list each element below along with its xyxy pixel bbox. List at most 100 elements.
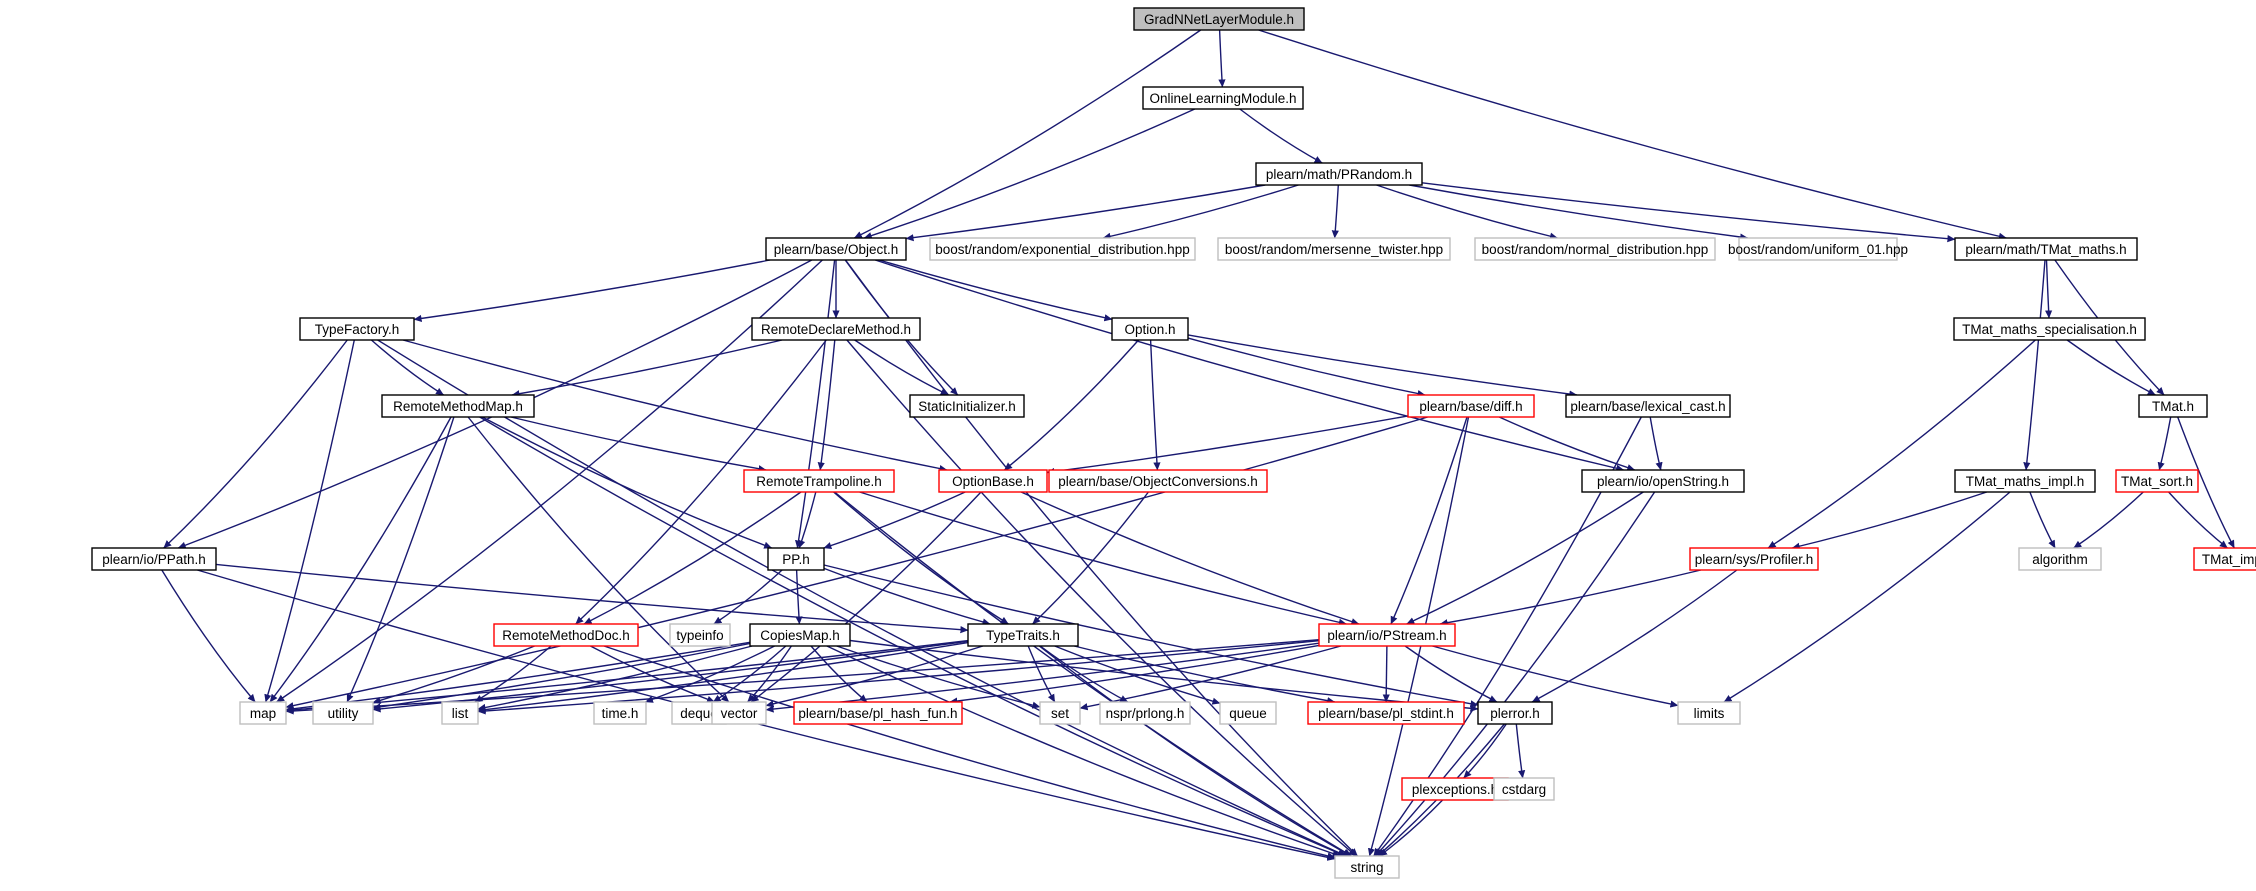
node-option-label: Option.h (1124, 322, 1175, 337)
edge-object-to-pp (794, 259, 836, 549)
edge-copiesmap-to-string (826, 645, 1341, 857)
edge-tmatimplh-to-algorithm (2029, 491, 2056, 549)
edge-pstream-to-limits (1432, 645, 1679, 708)
node-utility-box (312, 701, 374, 725)
node-normdist-box (1474, 237, 1716, 261)
node-map-label: map (250, 706, 276, 721)
edge-typefactory-to-map (264, 339, 355, 703)
edge-tmatsort-to-algorithm (2073, 491, 2144, 549)
edge-option-to-lexcast (1187, 334, 1578, 398)
edge-profiler-to-plerror (1531, 569, 1738, 703)
node-rdm[interactable]: RemoteDeclareMethod.h (751, 317, 921, 341)
node-root[interactable]: GradNNetLayerModule.h (1133, 7, 1305, 31)
edge-object-to-string (844, 259, 1358, 857)
node-prlong: nspr/prlong.h (1099, 701, 1191, 725)
node-typefactory-label: TypeFactory.h (315, 322, 400, 337)
node-openstring[interactable]: plearn/io/openString.h (1581, 469, 1745, 493)
node-typefactory-box (299, 317, 415, 341)
edge-pp-to-typeinfo (713, 569, 783, 625)
node-profiler-box (1689, 547, 1819, 571)
node-option-box (1111, 317, 1189, 341)
edge-typefactory-to-string (377, 339, 1347, 857)
node-profiler[interactable]: plearn/sys/Profiler.h (1689, 547, 1819, 571)
node-online[interactable]: OnlineLearningModule.h (1142, 86, 1304, 110)
node-objconv[interactable]: plearn/base/ObjectConversions.h (1048, 469, 1268, 493)
node-objconv-label: plearn/base/ObjectConversions.h (1058, 474, 1258, 489)
node-remtramp[interactable]: RemoteTrampoline.h (743, 469, 895, 493)
edge-plerror-to-cstdarg (1515, 723, 1526, 779)
node-pstream[interactable]: plearn/io/PStream.h (1318, 623, 1456, 647)
node-typefactory[interactable]: TypeFactory.h (299, 317, 415, 341)
node-tmatsort[interactable]: TMat_sort.h (2115, 469, 2199, 493)
node-rmm-box (381, 394, 535, 418)
node-rmm[interactable]: RemoteMethodMap.h (381, 394, 535, 418)
node-ppath[interactable]: plearn/io/PPath.h (91, 547, 217, 571)
edge-root-to-online (1218, 29, 1226, 88)
edge-optbase-to-pp (823, 491, 966, 550)
edge-copiesmap-to-timeh (645, 645, 775, 703)
node-tmatimplh-label: TMat_maths_impl.h (1966, 474, 2085, 489)
node-mersenne-box (1217, 237, 1451, 261)
node-pp-box (767, 547, 825, 571)
edge-rmm-to-string (479, 416, 1346, 857)
edge-plexceptions-to-string (1378, 799, 1444, 857)
node-stdint-label: plearn/base/pl_stdint.h (1318, 706, 1454, 721)
edge-diff-to-optbase (1046, 415, 1409, 476)
edge-typetraits-to-list (477, 641, 969, 714)
edge-option-to-diff (1187, 337, 1426, 398)
node-hashfun[interactable]: plearn/base/pl_hash_fun.h (793, 701, 963, 725)
edge-pstream-to-map (285, 639, 1320, 715)
node-tmatimpl[interactable]: TMat_impl.h (2193, 547, 2256, 571)
edge-copiesmap-to-utility (372, 642, 751, 711)
node-objconv-box (1048, 469, 1268, 493)
edge-typefactory-to-rmm (370, 339, 444, 396)
node-tmatspec[interactable]: TMat_maths_specialisation.h (1953, 317, 2146, 341)
node-tmatimplh-box (1954, 469, 2096, 493)
node-optbase[interactable]: OptionBase.h (938, 469, 1048, 493)
edge-prandom-to-uniform (1409, 184, 1749, 241)
node-stdint[interactable]: plearn/base/pl_stdint.h (1307, 701, 1465, 725)
node-ppath-label: plearn/io/PPath.h (102, 552, 206, 567)
node-option[interactable]: Option.h (1111, 317, 1189, 341)
edge-rmm-to-remtramp (510, 416, 767, 473)
edge-ppath-to-map (161, 569, 256, 703)
edge-typefactory-to-optbase (402, 339, 948, 473)
edge-rdm-to-string (846, 339, 1357, 857)
node-tmat[interactable]: TMat.h (2138, 394, 2208, 418)
node-tmatimplh[interactable]: TMat_maths_impl.h (1954, 469, 2096, 493)
edge-prandom-to-object (905, 184, 1266, 242)
edge-tmatmaths-to-tmatspec (2045, 259, 2053, 319)
node-cstdarg-box (1493, 777, 1555, 801)
node-typetraits[interactable]: TypeTraits.h (967, 623, 1079, 647)
node-typeinfo: typeinfo (669, 623, 731, 647)
edge-tmatimplh-to-profiler (1791, 491, 1988, 550)
node-openstring-label: plearn/io/openString.h (1597, 474, 1729, 489)
node-diff[interactable]: plearn/base/diff.h (1407, 394, 1535, 418)
node-plexceptions-label: plexceptions.h (1412, 782, 1498, 797)
node-expdist-box (929, 237, 1196, 261)
edge-rmm-to-utility (346, 416, 455, 703)
edge-lexcast-to-openstring (1649, 416, 1663, 471)
node-algorithm: algorithm (2018, 547, 2102, 571)
node-deque-label: deque (680, 706, 718, 721)
edge-objconv-to-typetraits (1032, 491, 1149, 625)
node-plerror[interactable]: plerror.h (1477, 701, 1553, 725)
edge-pstream-to-list (477, 640, 1320, 715)
node-tmatmaths[interactable]: plearn/math/TMat_maths.h (1954, 237, 2138, 261)
edge-typefactory-to-ppath (163, 339, 348, 549)
node-lexcast[interactable]: plearn/base/lexical_cast.h (1565, 394, 1731, 418)
nodes-layer: GradNNetLayerModule.hOnlineLearningModul… (91, 7, 2256, 879)
node-lexcast-box (1565, 394, 1731, 418)
node-staticinit[interactable]: StaticInitializer.h (909, 394, 1025, 418)
node-prandom[interactable]: plearn/math/PRandom.h (1255, 162, 1423, 186)
node-plexceptions[interactable]: plexceptions.h (1401, 777, 1509, 801)
node-pp[interactable]: PP.h (767, 547, 825, 571)
edge-tmat-to-tmatsort (2157, 416, 2172, 471)
node-copiesmap[interactable]: CopiesMap.h (749, 623, 851, 647)
edge-tmatimplh-to-limits (1723, 491, 2011, 703)
node-rmdoc[interactable]: RemoteMethodDoc.h (493, 623, 639, 647)
edge-remtramp-to-typetraits (833, 491, 1009, 625)
node-object[interactable]: plearn/base/Object.h (765, 237, 907, 261)
node-online-label: OnlineLearningModule.h (1149, 91, 1296, 106)
